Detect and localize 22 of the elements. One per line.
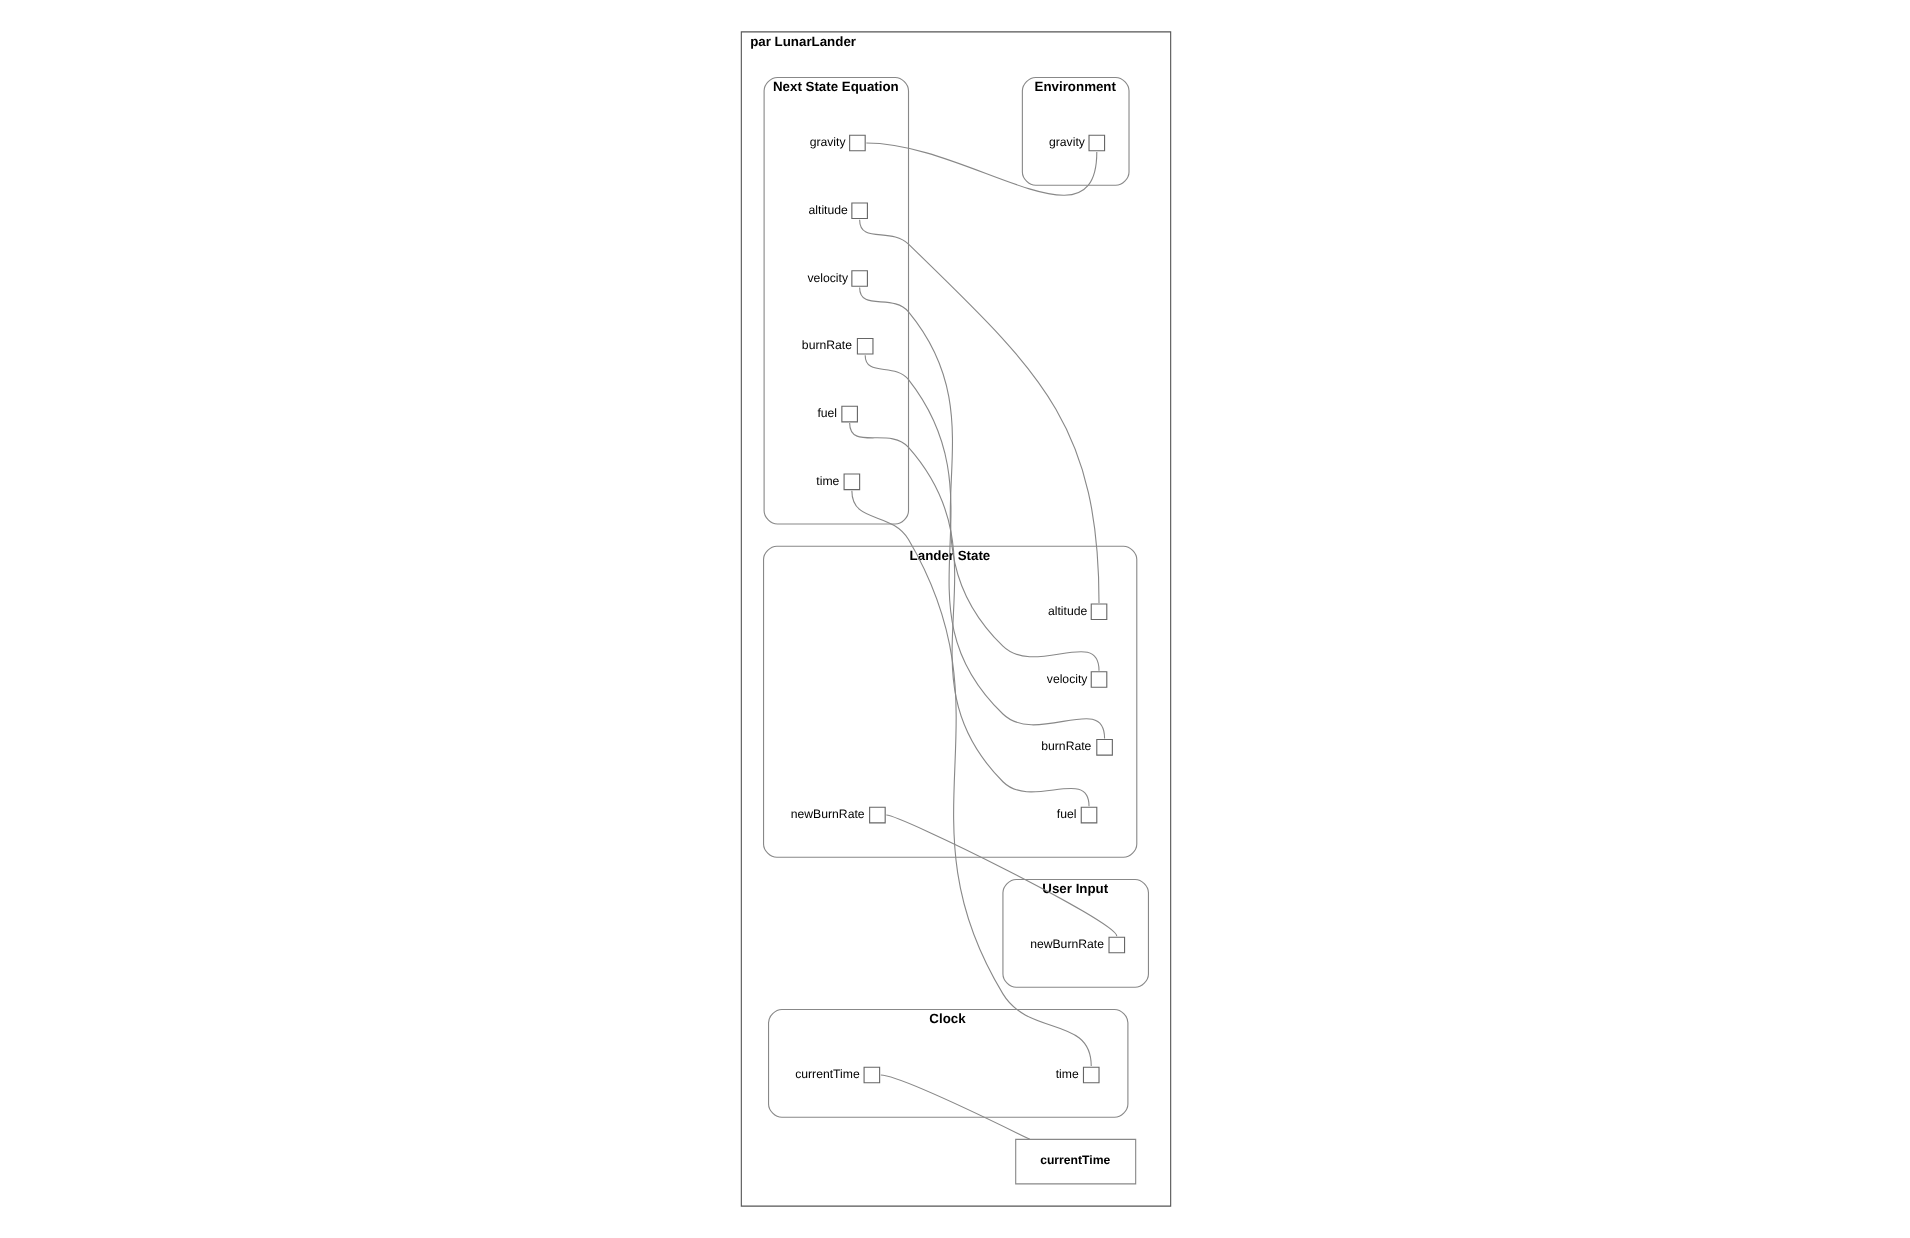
node-box xyxy=(1089,603,1107,621)
node-box xyxy=(1095,738,1112,756)
node-box xyxy=(848,134,865,152)
connector xyxy=(879,1074,1030,1140)
node-box xyxy=(842,473,860,491)
node-box xyxy=(850,270,867,287)
connector xyxy=(884,814,1117,937)
node-box xyxy=(850,202,867,220)
node-box xyxy=(1089,671,1107,688)
node-box xyxy=(1107,936,1125,954)
connector xyxy=(858,219,1099,604)
connector xyxy=(850,490,1091,1067)
node-box xyxy=(868,806,885,824)
node-box xyxy=(1081,1066,1099,1084)
node-box xyxy=(1087,134,1105,152)
connector xyxy=(848,422,1089,807)
node-box xyxy=(1079,806,1097,824)
connector xyxy=(864,142,1097,196)
node-box xyxy=(855,337,873,355)
connector xyxy=(863,354,1105,739)
node-box xyxy=(862,1066,880,1084)
node-box xyxy=(840,405,857,423)
